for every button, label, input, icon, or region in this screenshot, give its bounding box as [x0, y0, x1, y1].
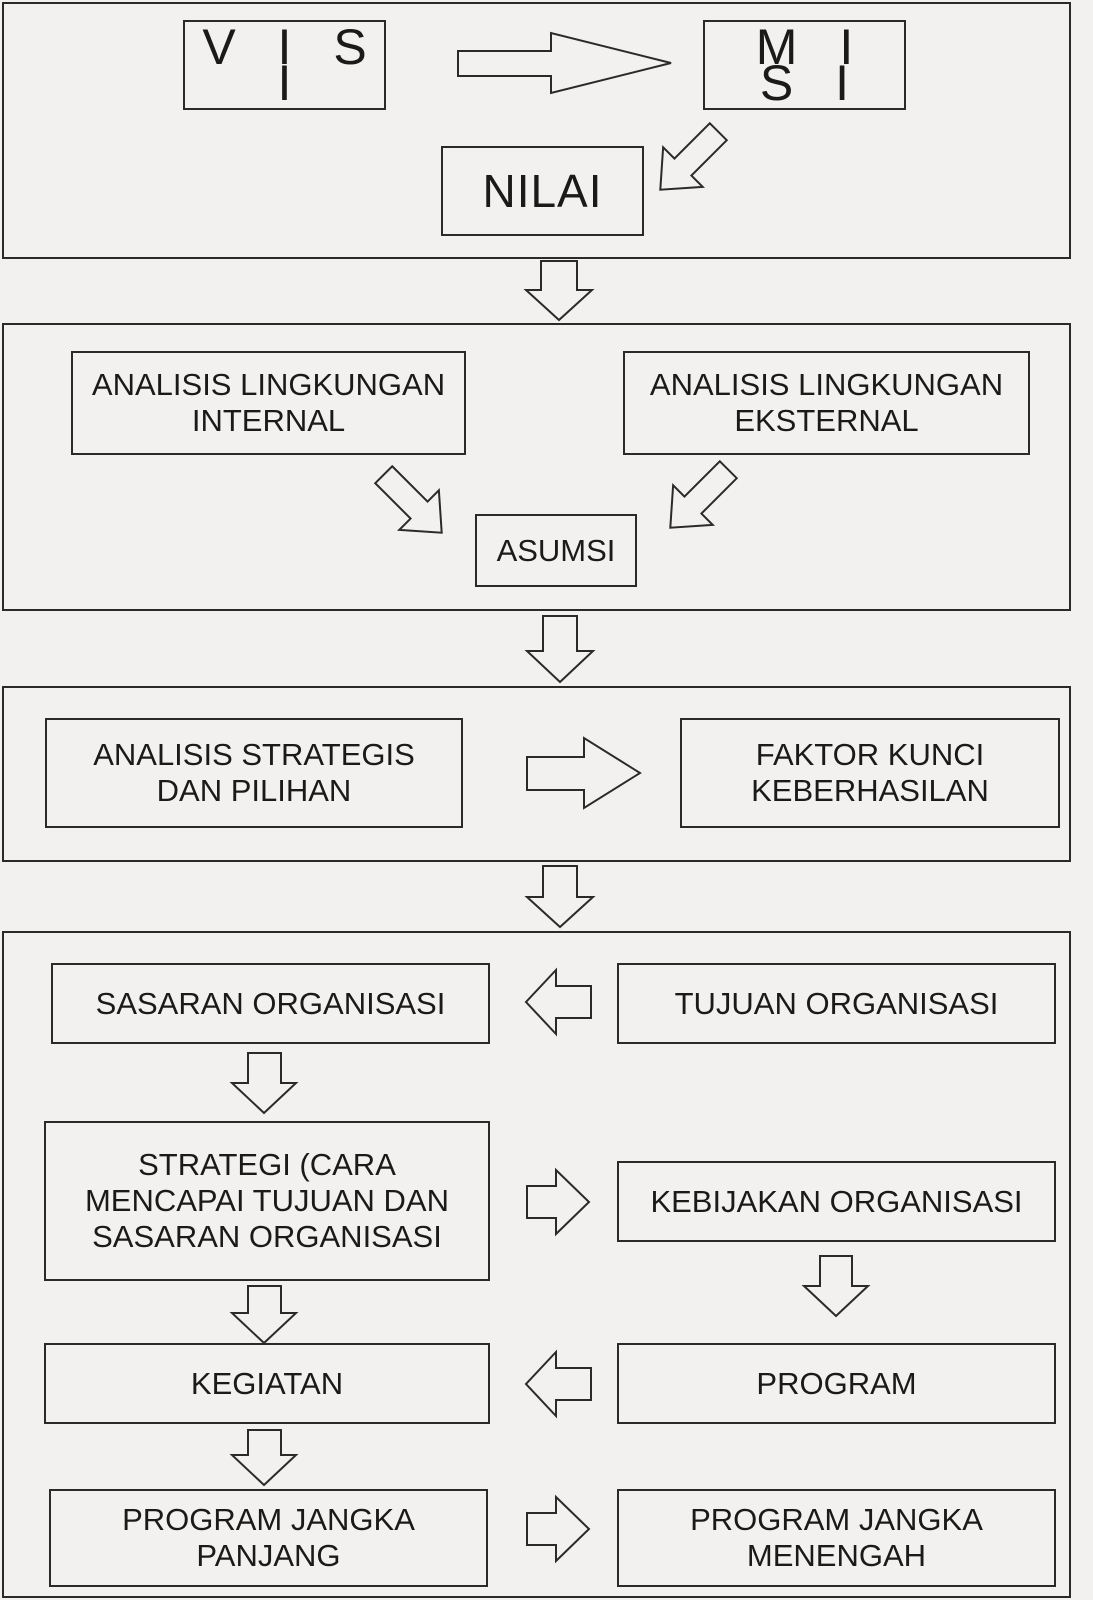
- box-analisis-eksternal: ANALISIS LINGKUNGAN EKSTERNAL: [623, 351, 1030, 455]
- box-asumsi: ASUMSI: [475, 514, 637, 587]
- box-visi: V I S I: [183, 20, 386, 110]
- box-kegiatan: KEGIATAN: [44, 1343, 490, 1424]
- arrow-section1-to-section2: [523, 260, 595, 322]
- box-kebijakan-organisasi: KEBIJAKAN ORGANISASI: [617, 1161, 1056, 1242]
- box-program: PROGRAM: [617, 1343, 1056, 1424]
- box-misi: M I S I: [703, 20, 906, 110]
- box-strategi: STRATEGI (CARA MENCAPAI TUJUAN DAN SASAR…: [44, 1121, 490, 1281]
- arrow-section3-to-section4: [524, 865, 596, 929]
- box-analisis-internal: ANALISIS LINGKUNGAN INTERNAL: [71, 351, 466, 455]
- box-tujuan-organisasi: TUJUAN ORGANISASI: [617, 963, 1056, 1044]
- box-program-jangka-panjang: PROGRAM JANGKA PANJANG: [49, 1489, 488, 1587]
- box-faktor-kunci: FAKTOR KUNCI KEBERHASILAN: [680, 718, 1060, 828]
- box-analisis-strategis: ANALISIS STRATEGIS DAN PILIHAN: [45, 718, 463, 828]
- arrow-section2-to-section3: [524, 615, 596, 684]
- box-sasaran-organisasi: SASARAN ORGANISASI: [51, 963, 490, 1044]
- box-program-jangka-menengah: PROGRAM JANGKA MENENGAH: [617, 1489, 1056, 1587]
- box-nilai: NILAI: [441, 146, 644, 236]
- section-environment-analysis: [2, 323, 1071, 611]
